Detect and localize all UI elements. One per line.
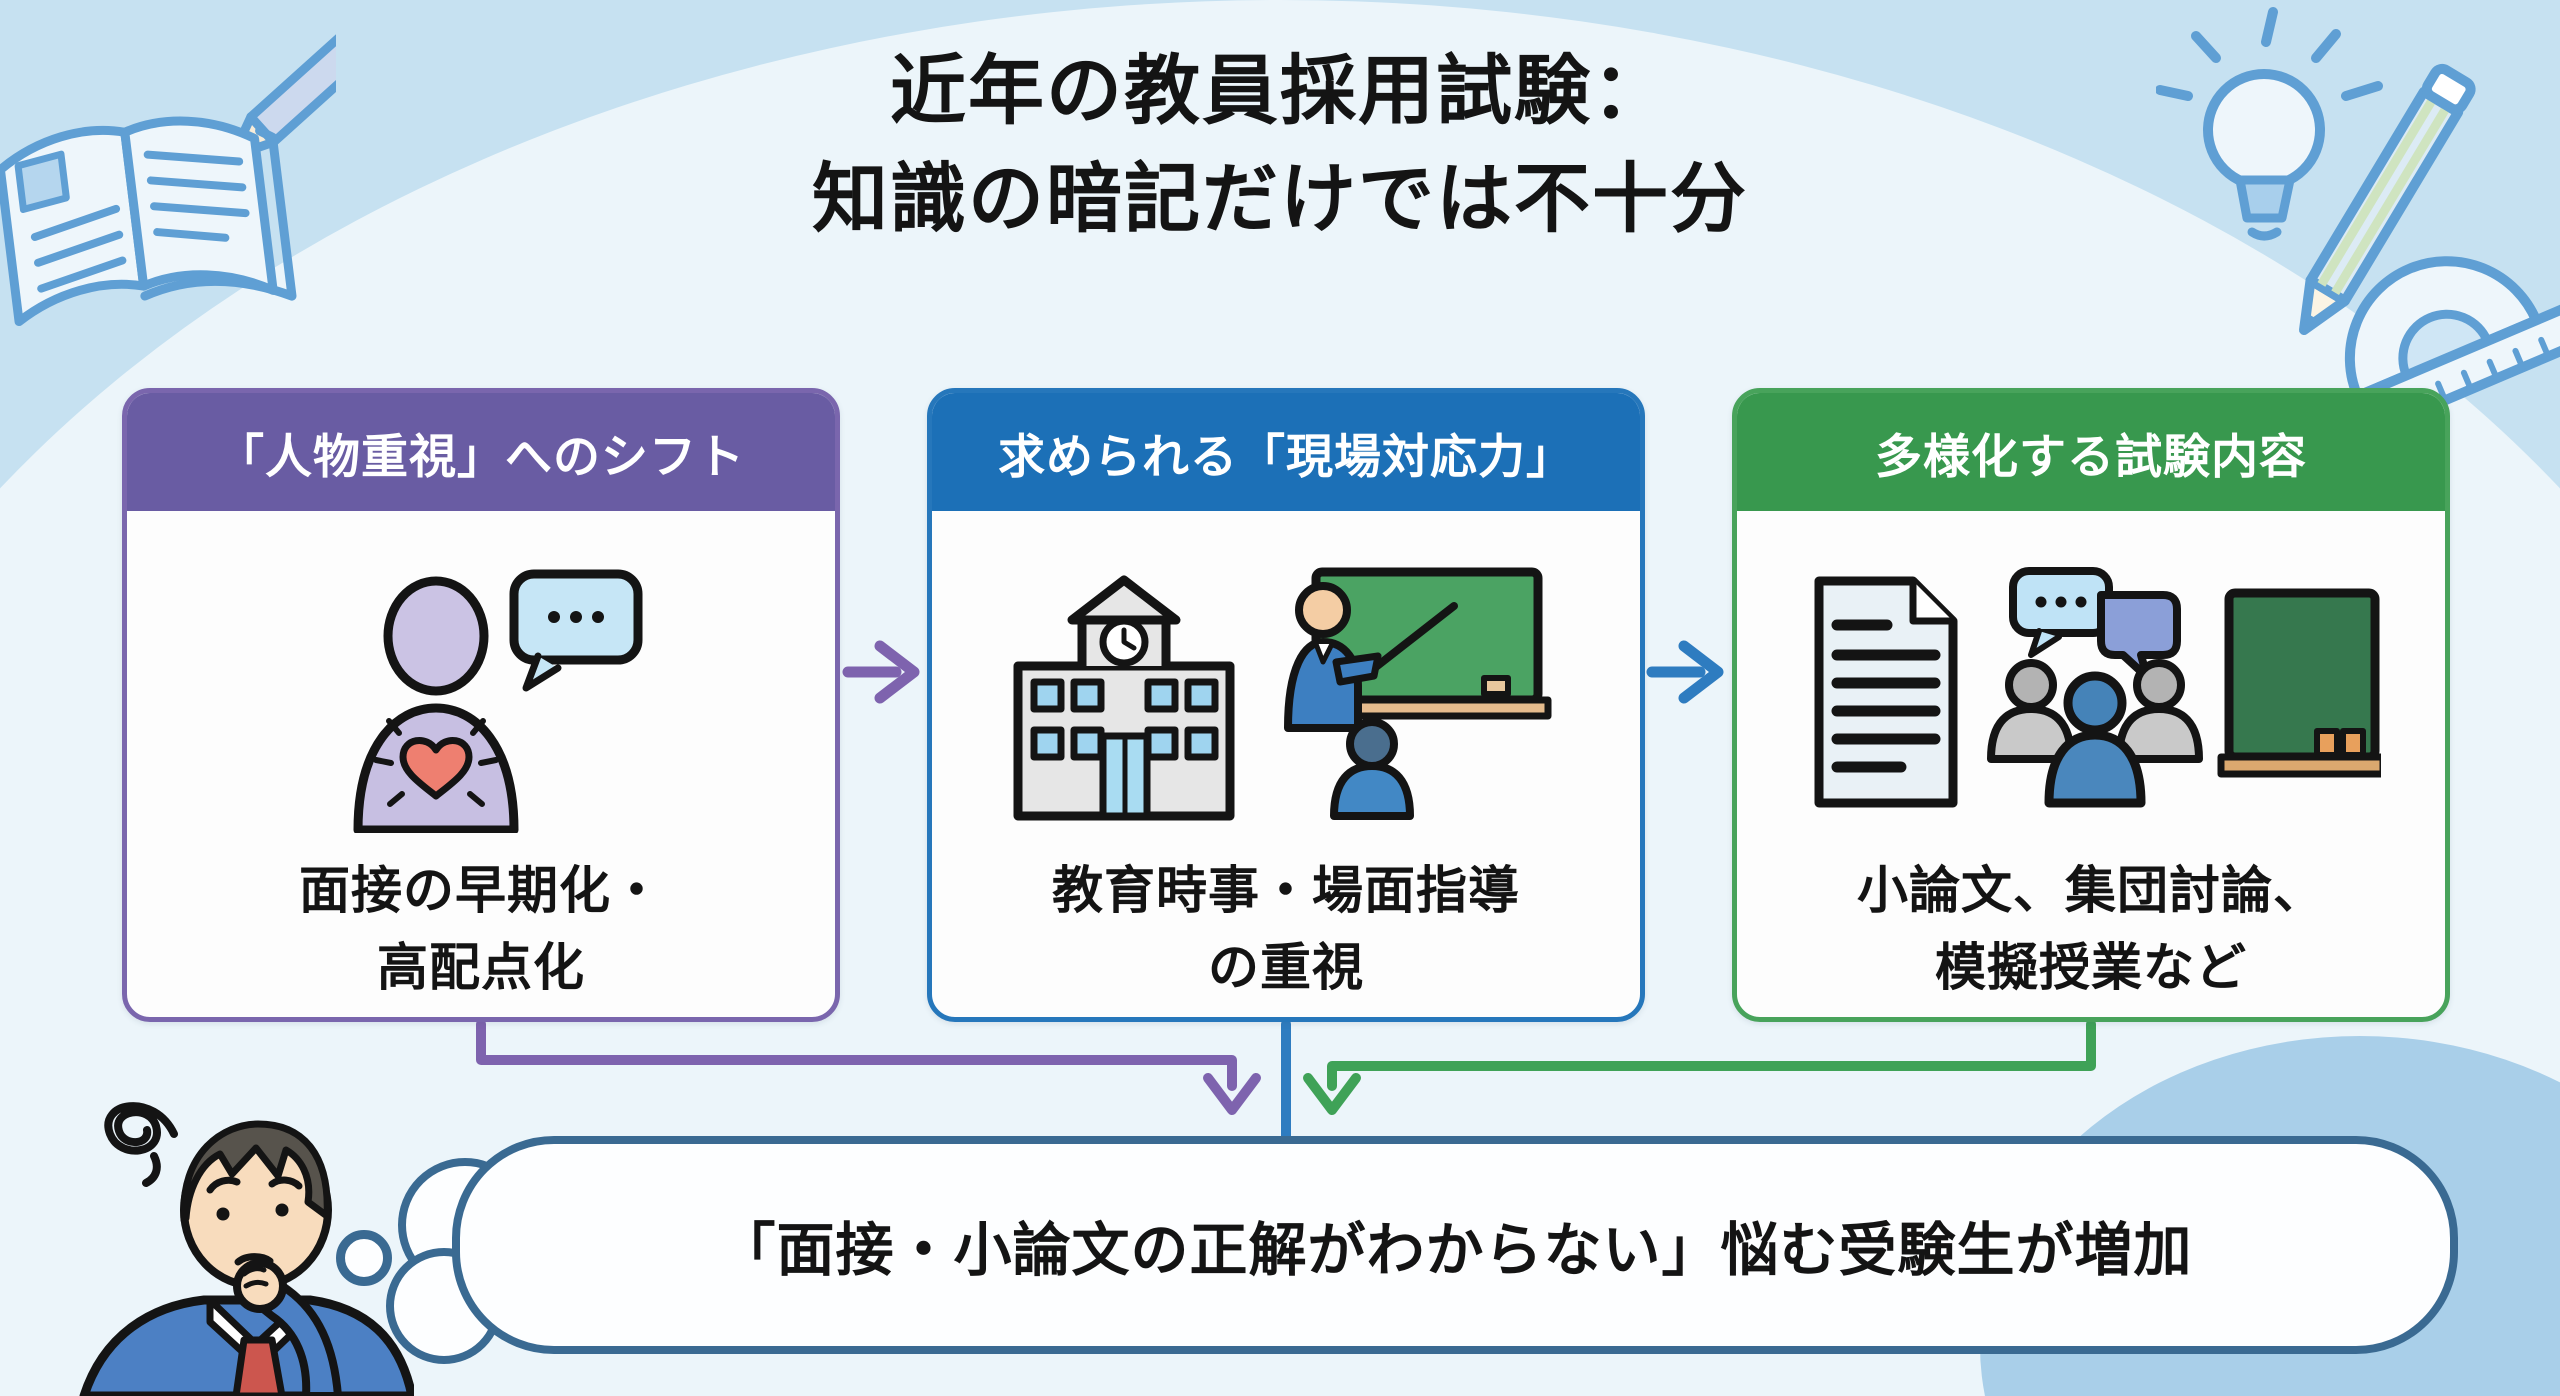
- thought-dot: [336, 1230, 392, 1286]
- connector-purple: [476, 1019, 1261, 1115]
- scribble-icon: [104, 1102, 178, 1187]
- icon-row: [306, 555, 656, 835]
- connector-green: [1303, 1019, 2096, 1115]
- icon-row: [1801, 555, 2381, 835]
- essay-document-icon: [1814, 576, 1958, 807]
- cards-row: 「人物重視」へのシフト: [122, 388, 2450, 1022]
- card-field-response: 求められる「現場対応力」: [927, 388, 1645, 1022]
- icon-row: [1006, 555, 1566, 835]
- card-header: 多様化する試験内容: [1737, 393, 2445, 511]
- card-caption: 小論文、集団討論、 模擬授業など: [1856, 862, 2325, 996]
- teacher-blackboard-icon: [1284, 567, 1552, 820]
- person-heart-icon: [353, 569, 643, 833]
- card-body: 教育時事・場面指導 の重視: [932, 511, 1640, 1017]
- conclusion-bubble: 「面接・小論文の正解がわからない」悩む受験生が増加: [452, 1136, 2458, 1354]
- group-discussion-icon: [1987, 566, 2203, 807]
- card-person-focus: 「人物重視」へのシフト: [122, 388, 840, 1022]
- worried-student-illustration: [79, 1102, 414, 1396]
- card-diverse-exams: 多様化する試験内容: [1732, 388, 2450, 1022]
- title-line-1: 近年の教員採用試験：: [890, 49, 1670, 134]
- card-caption: 教育時事・場面指導 の重視: [1051, 862, 1520, 996]
- card-header: 求められる「現場対応力」: [932, 393, 1640, 511]
- card-caption: 面接の早期化・ 高配点化: [298, 862, 663, 996]
- arrow-right-purple-icon: [842, 640, 920, 704]
- title-line-2: 知識の暗記だけでは不十分: [812, 156, 1748, 242]
- page-title: 近年の教員採用試験： 知識の暗記だけでは不十分: [0, 38, 2560, 254]
- blackboard-icon: [2217, 588, 2381, 777]
- card-body: 小論文、集団討論、 模擬授業など: [1737, 511, 2445, 1017]
- school-building-icon: [1013, 575, 1235, 820]
- card-body: 面接の早期化・ 高配点化: [127, 511, 835, 1017]
- arrow-right-blue-icon: [1646, 640, 1724, 704]
- conclusion-text: 「面接・小論文の正解がわからない」悩む受験生が増加: [717, 1218, 2193, 1283]
- card-header: 「人物重視」へのシフト: [127, 393, 835, 511]
